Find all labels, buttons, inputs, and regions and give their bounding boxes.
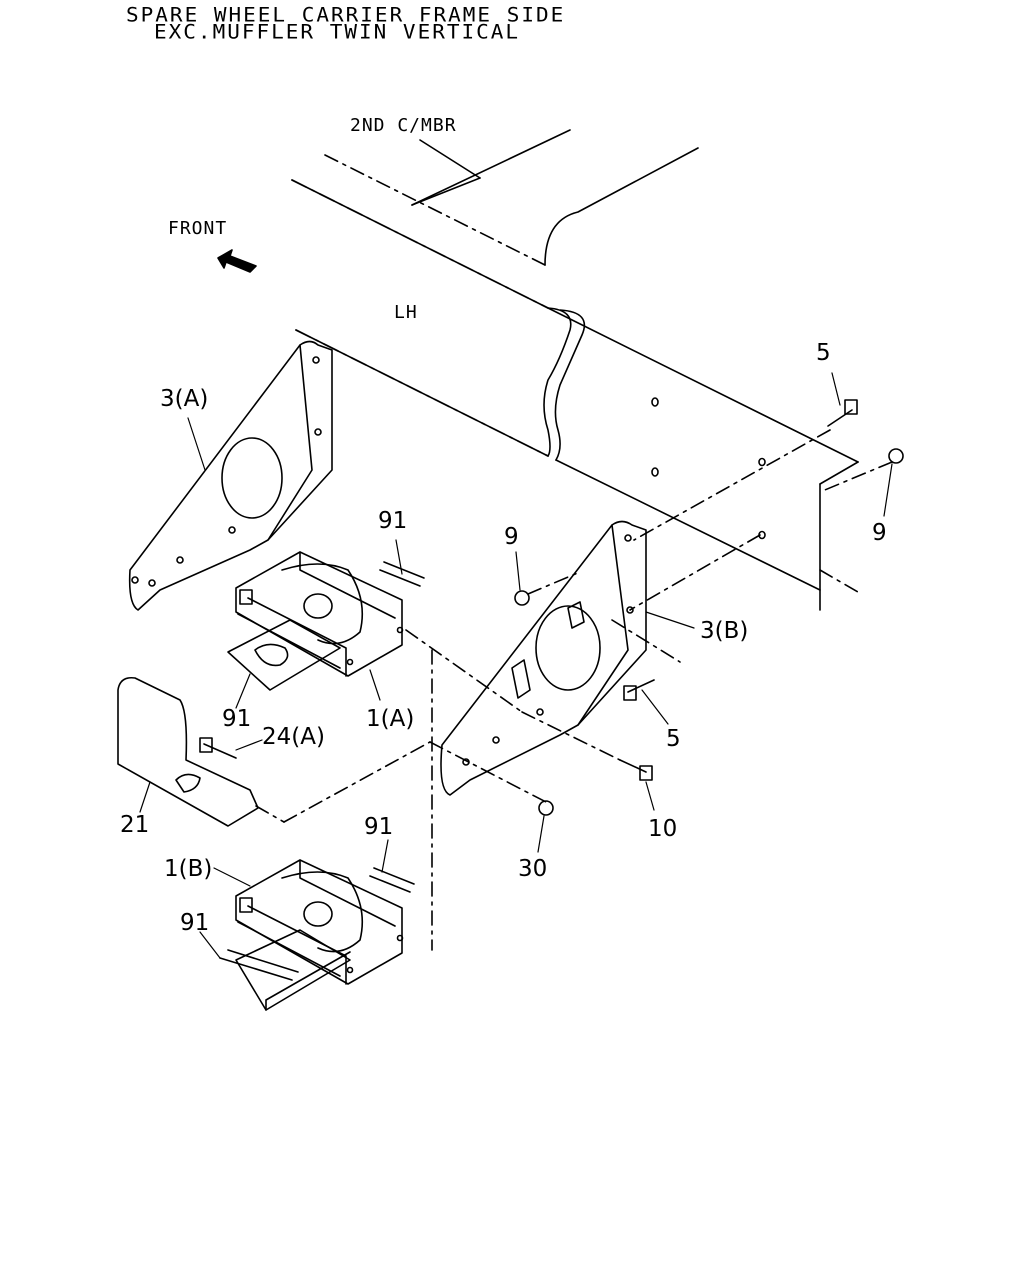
pin-91-lower — [369, 867, 415, 893]
callout-9-mid: 9 — [504, 524, 519, 550]
side-label: LH — [394, 302, 418, 323]
title-line-2: EXC.MUFFLER TWIN VERTICAL — [154, 21, 521, 44]
strap-91-bottom — [219, 949, 299, 981]
callout-91-lower: 91 — [364, 814, 394, 840]
title-line-1: SPARE WHEEL CARRIER FRAME SIDE — [126, 4, 566, 27]
crossmember-label: 2ND C/MBR — [350, 115, 457, 136]
front-arrow-icon — [217, 249, 257, 273]
frame-rail — [291, 179, 859, 611]
bolt-10 — [619, 759, 653, 781]
callout-3a: 3(A) — [160, 386, 209, 412]
crossmember — [324, 129, 699, 266]
bolt-5-top — [827, 399, 858, 427]
callout-24a: 24(A) — [262, 724, 325, 750]
pin-91-top — [379, 561, 425, 587]
callout-1b: 1(B) — [164, 856, 213, 882]
winch-1a — [227, 551, 404, 691]
callout-5-top: 5 — [816, 340, 831, 366]
callout-1a: 1(A) — [366, 706, 415, 732]
callout-10: 10 — [648, 816, 678, 842]
cover-21 — [117, 676, 259, 827]
bracket-3b — [440, 520, 647, 796]
callout-30: 30 — [518, 856, 548, 882]
callout-91-top: 91 — [378, 508, 408, 534]
callout-91-left: 91 — [222, 706, 252, 732]
callout-5-mid: 5 — [666, 726, 681, 752]
callout-3b: 3(B) — [700, 618, 749, 644]
bolt-24a — [199, 737, 237, 759]
callout-91-bottom: 91 — [180, 910, 210, 936]
bolt-5-mid — [623, 679, 655, 701]
winch-1b — [235, 859, 404, 1011]
nut-9-right — [888, 448, 904, 464]
callout-9-right: 9 — [872, 520, 887, 546]
nut-30 — [538, 800, 554, 816]
front-label: FRONT — [168, 218, 228, 239]
nut-9-mid — [514, 590, 530, 606]
bracket-3a — [128, 340, 333, 611]
callout-21: 21 — [120, 812, 150, 838]
